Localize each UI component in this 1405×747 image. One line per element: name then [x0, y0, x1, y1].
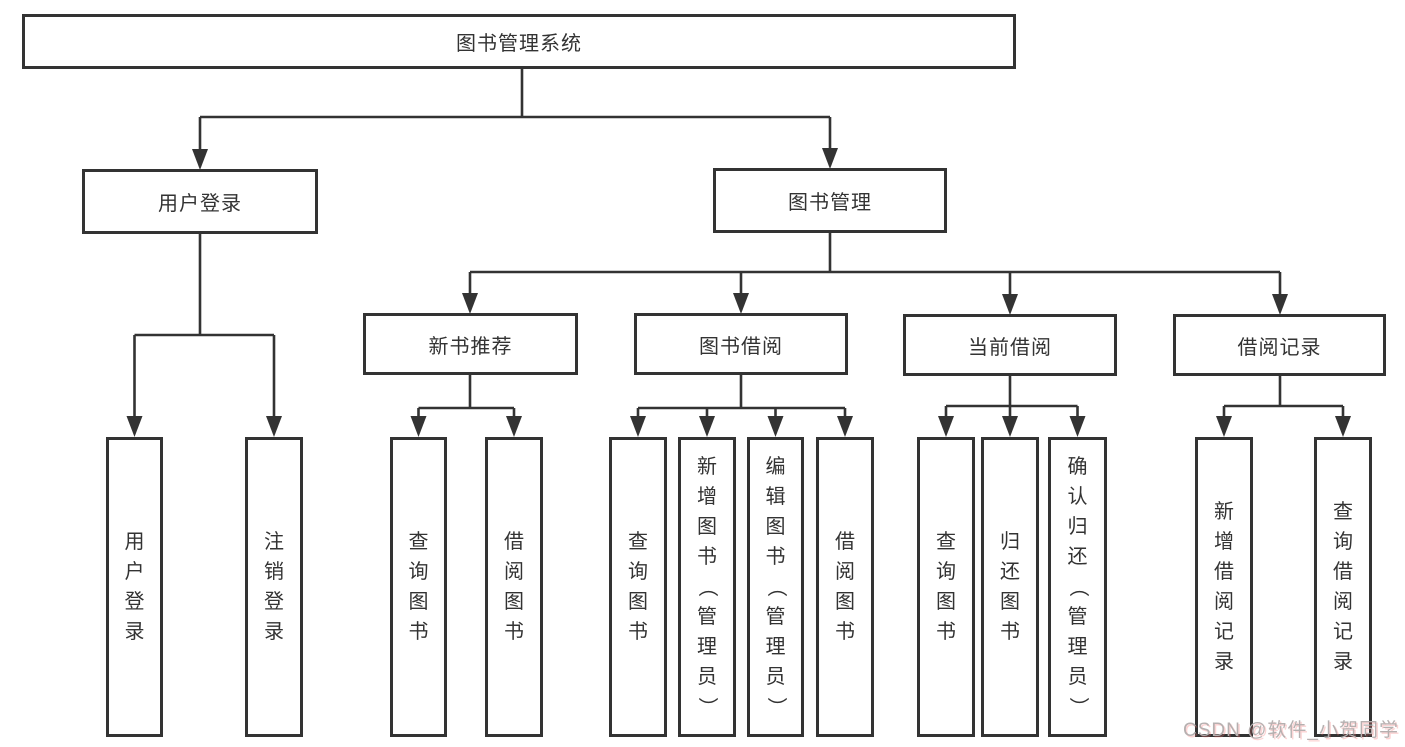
watermark: CSDN @软件_小贺同学	[1183, 720, 1399, 741]
node-label: 当前借阅	[968, 336, 1052, 359]
leaf-borrow-books-borrow: 借阅图书	[816, 437, 874, 737]
node-label: 归还图书	[1000, 531, 1020, 643]
node-label: 查询图书	[936, 531, 956, 643]
node-label: 新书推荐	[428, 335, 513, 358]
node-library-management-system: 图书管理系统	[22, 14, 1016, 69]
leaf-edit-books-admin: 编辑图书（管理员）	[747, 437, 804, 737]
leaf-add-borrow-record: 新增借阅记录	[1195, 437, 1253, 737]
leaf-add-books-admin: 新增图书（管理员）	[678, 437, 736, 737]
node-user-login: 用户登录	[82, 169, 318, 234]
node-label: 用户登录	[124, 531, 145, 643]
leaf-return-books: 归还图书	[981, 437, 1039, 737]
node-label: 新增图书（管理员）	[696, 456, 718, 717]
node-label: 借阅图书	[504, 531, 524, 643]
node-label: 用户登录	[158, 193, 242, 215]
node-borrow-records: 借阅记录	[1173, 314, 1386, 376]
leaf-query-books-borrow: 查询图书	[609, 437, 667, 737]
node-label: 查询图书	[408, 531, 429, 643]
node-label: 新增借阅记录	[1214, 501, 1234, 673]
node-label: 注销登录	[264, 531, 284, 643]
node-label: 查询图书	[628, 531, 648, 643]
node-label: 图书管理	[788, 192, 872, 214]
leaf-query-books-current: 查询图书	[917, 437, 975, 737]
node-current-borrow: 当前借阅	[903, 314, 1117, 376]
node-label: 查询借阅记录	[1333, 501, 1353, 673]
leaf-logout-login: 注销登录	[245, 437, 303, 737]
node-label: 借阅图书	[835, 531, 855, 643]
node-label: 确认归还（管理员）	[1066, 456, 1089, 717]
node-new-book-recommend: 新书推荐	[363, 313, 578, 375]
leaf-user-login: 用户登录	[106, 437, 163, 737]
leaf-query-books-recommend: 查询图书	[390, 437, 447, 737]
node-label: 编辑图书（管理员）	[764, 456, 787, 717]
leaf-query-borrow-record: 查询借阅记录	[1314, 437, 1372, 737]
leaf-borrow-books-recommend: 借阅图书	[485, 437, 543, 737]
node-label: 借阅记录	[1237, 336, 1322, 359]
node-label: 图书管理系统	[456, 33, 582, 55]
leaf-confirm-return-admin: 确认归还（管理员）	[1048, 437, 1107, 737]
node-label: 图书借阅	[699, 335, 783, 358]
node-book-borrow: 图书借阅	[634, 313, 848, 375]
node-book-management: 图书管理	[713, 168, 947, 233]
